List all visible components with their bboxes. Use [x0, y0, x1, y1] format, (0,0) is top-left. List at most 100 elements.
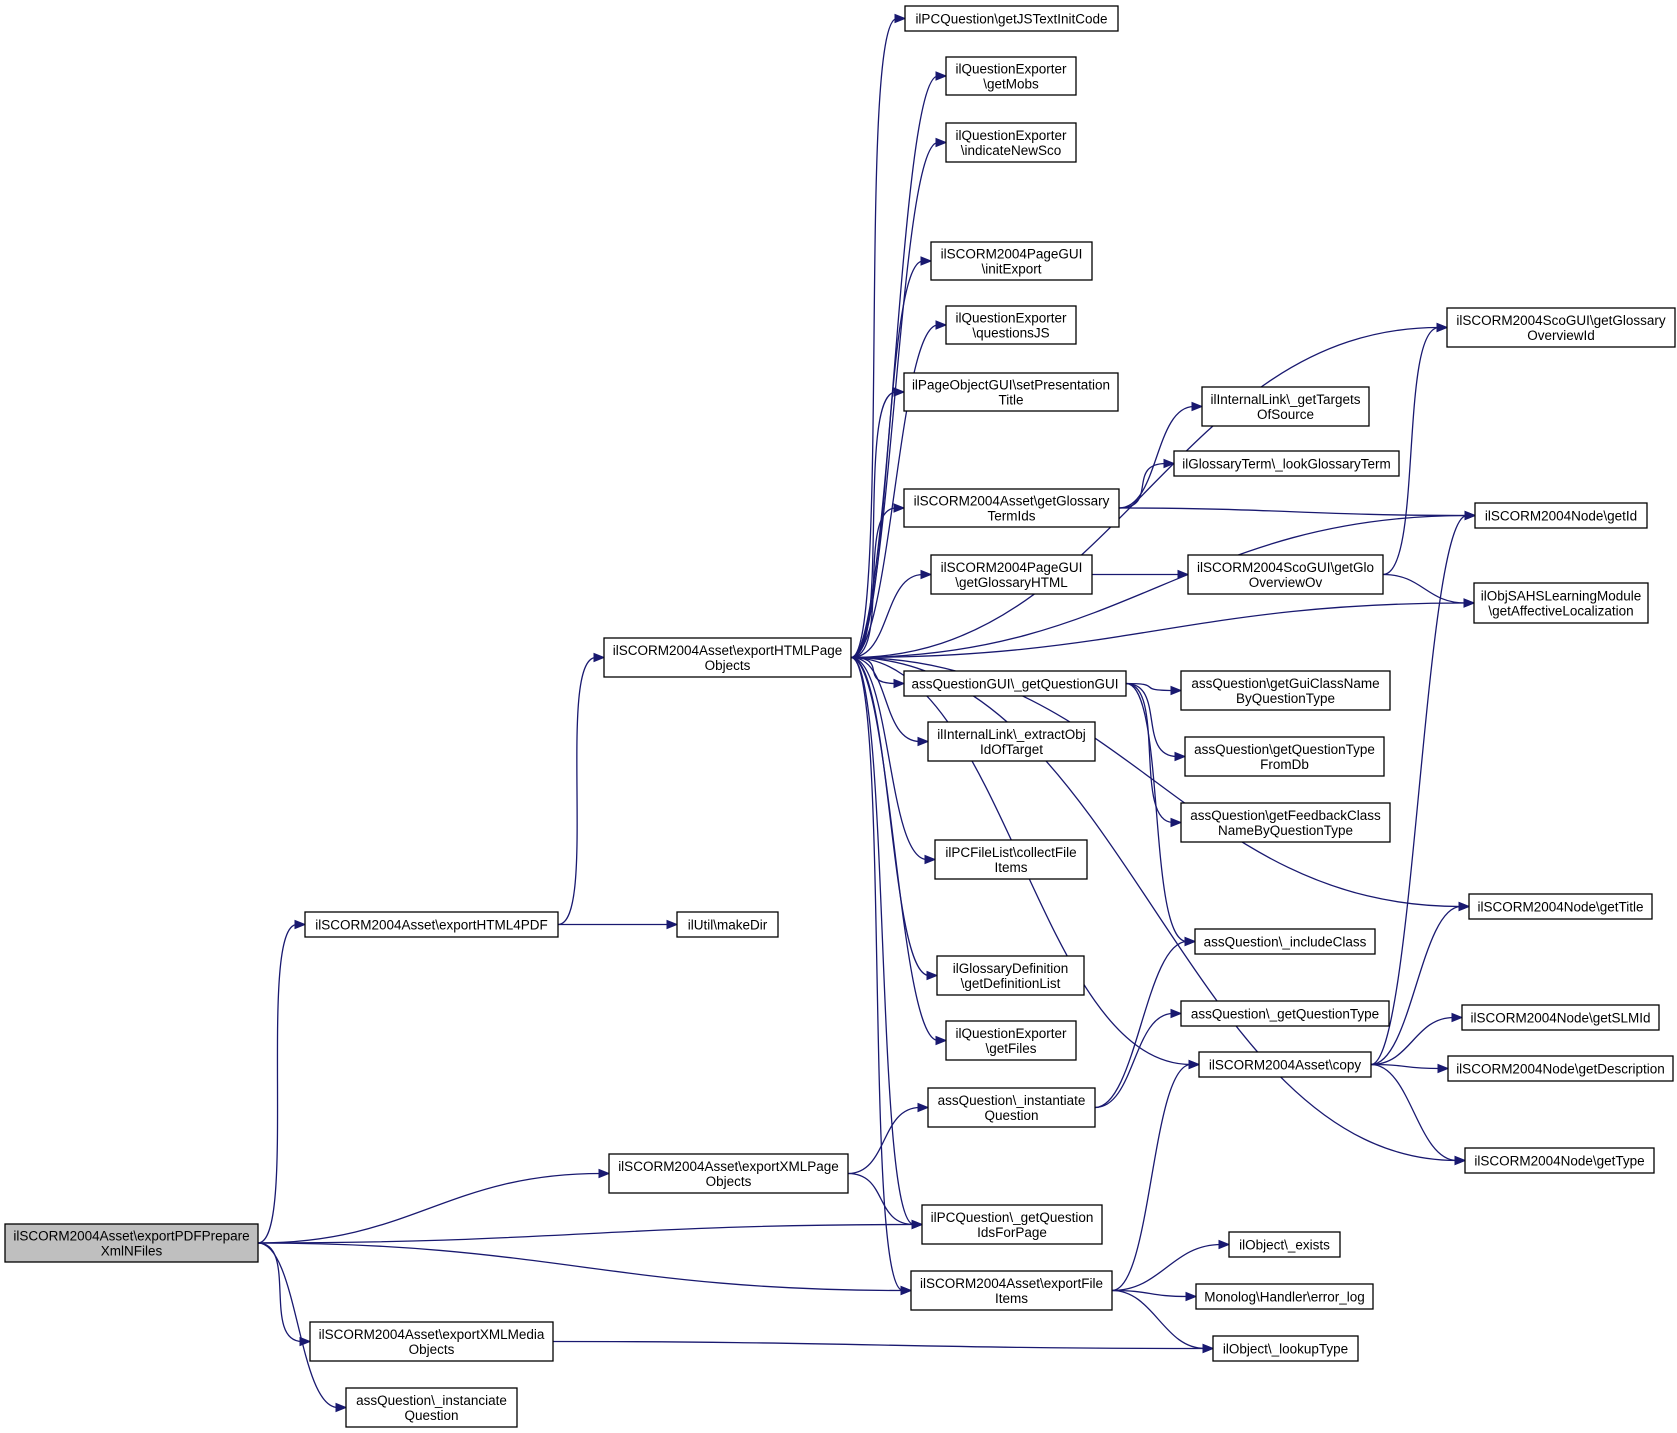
edge-xmlpage-to-instantiateq — [847, 1106, 921, 1175]
node-jstext[interactable]: ilPCQuestion\getJSTextInitCode — [904, 5, 1119, 32]
node-affective[interactable]: ilObjSAHSLearningModule\getAffectiveLoca… — [1473, 582, 1649, 624]
node-box — [1180, 802, 1391, 843]
node-label: Objects — [409, 1342, 455, 1357]
node-guiclassname[interactable]: assQuestion\getGuiClassNameByQuestionTyp… — [1180, 670, 1391, 711]
node-gettype[interactable]: ilSCORM2004Node\getType — [1464, 1147, 1655, 1174]
arrowhead-getquestiongui-to-qtypefromdb — [1174, 751, 1187, 762]
node-label: ilPCQuestion\getJSTextInitCode — [915, 12, 1107, 27]
node-errorlog[interactable]: Monolog\Handler\error_log — [1195, 1283, 1374, 1310]
node-getmobs[interactable]: ilQuestionExporter\getMobs — [945, 56, 1077, 96]
node-box — [903, 372, 1119, 412]
node-newsco[interactable]: ilQuestionExporter\indicateNewSco — [945, 122, 1077, 163]
node-box — [1180, 1000, 1390, 1027]
arrowhead-html4pdf-to-makedir — [666, 919, 679, 930]
edge-exportfile-to-errorlog — [1111, 1289, 1189, 1298]
node-includeclass[interactable]: assQuestion\_includeClass — [1194, 928, 1376, 955]
node-glosshtml[interactable]: ilSCORM2004PageGUI\getGlossaryHTML — [930, 554, 1093, 595]
node-html4pdf[interactable]: ilSCORM2004Asset\exportHTML4PDF — [304, 911, 559, 938]
node-label: Monolog\Handler\error_log — [1204, 1290, 1365, 1305]
node-label: ilQuestionExporter — [955, 62, 1067, 77]
node-label: ilSCORM2004Asset\exportHTML4PDF — [315, 918, 548, 933]
node-label: ilSCORM2004Asset\copy — [1209, 1058, 1362, 1073]
node-label: ilSCORM2004PageGUI — [941, 247, 1083, 262]
edge-htmlpage-to-extractobj — [850, 656, 921, 743]
edge-htmlpage-to-affective — [850, 602, 1467, 659]
node-label: assQuestion\_getQuestionType — [1191, 1007, 1379, 1022]
node-getdesc[interactable]: ilSCORM2004Node\getDescription — [1447, 1055, 1674, 1082]
node-root[interactable]: ilSCORM2004Asset\exportPDFPrepareXmlNFil… — [4, 1223, 259, 1263]
node-label: ilSCORM2004Asset\exportFile — [920, 1276, 1103, 1291]
node-copy[interactable]: ilSCORM2004Asset\copy — [1198, 1051, 1372, 1078]
arrowhead-getquestiongui-to-guiclassname — [1170, 685, 1183, 696]
node-label: ilGlossaryDefinition — [953, 961, 1069, 976]
node-label: IdsForPage — [977, 1225, 1047, 1240]
node-label: IdOfTarget — [980, 742, 1043, 757]
node-box — [304, 911, 559, 938]
node-initexport[interactable]: ilSCORM2004PageGUI\initExport — [930, 241, 1093, 281]
node-getslmid[interactable]: ilSCORM2004Node\getSLMId — [1461, 1004, 1660, 1031]
node-lookuptype[interactable]: ilObject\_lookupType — [1212, 1335, 1359, 1362]
node-label: ilPCQuestion\_getQuestion — [931, 1210, 1094, 1225]
arrowhead-exportfile-to-copy — [1188, 1059, 1201, 1070]
node-label: \initExport — [981, 262, 1041, 277]
node-box — [927, 1087, 1096, 1128]
edge-htmlpage-to-getqids — [850, 656, 915, 1226]
node-box — [930, 554, 1093, 595]
node-lookglossary[interactable]: ilGlossaryTerm\_lookGlossaryTerm — [1173, 450, 1400, 477]
node-getquestiontype[interactable]: assQuestion\_getQuestionType — [1180, 1000, 1390, 1027]
node-label: \getDefinitionList — [961, 976, 1061, 991]
arrowhead-htmlpage-to-jstext — [894, 13, 907, 24]
node-getid[interactable]: ilSCORM2004Node\getId — [1474, 502, 1648, 529]
node-label: ilSCORM2004Node\getSLMId — [1470, 1011, 1650, 1026]
node-questionsjs[interactable]: ilQuestionExporter\questionsJS — [945, 305, 1077, 345]
edge-copy-to-getslmid — [1370, 1016, 1455, 1066]
node-box — [903, 488, 1120, 528]
edge-root-to-html4pdf — [257, 923, 298, 1244]
node-box — [1461, 1004, 1660, 1031]
edge-root-to-xmlpage — [257, 1172, 602, 1244]
node-gettitle[interactable]: ilSCORM2004Node\getTitle — [1468, 893, 1653, 920]
arrowhead-copy-to-getslmid — [1451, 1012, 1464, 1023]
node-box — [903, 670, 1127, 697]
node-label: assQuestion\_instantiate — [938, 1093, 1086, 1108]
arrowhead-xmlmedia-to-lookuptype — [1202, 1343, 1215, 1354]
node-box — [603, 637, 852, 678]
arrowhead-getglooverviewov-to-affective — [1463, 598, 1476, 608]
node-getdeflist[interactable]: ilGlossaryDefinition\getDefinitionList — [936, 955, 1085, 996]
arrowhead-htmlpage-to-setpres — [893, 387, 906, 397]
node-label: \indicateNewSco — [961, 143, 1062, 158]
edge-instantiateq-to-getquestiontype — [1094, 1012, 1174, 1109]
node-exists[interactable]: ilObject\_exists — [1228, 1231, 1341, 1258]
node-label: Question — [984, 1108, 1038, 1123]
node-feedbackclass[interactable]: assQuestion\getFeedbackClassNameByQuesti… — [1180, 802, 1391, 843]
arrowhead-htmlpage-to-getmobs — [935, 71, 948, 81]
edge-htmlpage-to-glossterm — [850, 507, 897, 659]
node-getfiles[interactable]: ilQuestionExporter\getFiles — [945, 1020, 1077, 1061]
edge-glossterm-to-lookglossary — [1118, 462, 1167, 509]
edge-htmlpage-to-glosshtml — [850, 573, 924, 659]
node-box — [1474, 502, 1648, 529]
edge-copy-to-gettype — [1370, 1063, 1458, 1162]
node-getquestiongui[interactable]: assQuestionGUI\_getQuestionGUI — [903, 670, 1127, 697]
edge-getquestiongui-to-includeclass — [1125, 682, 1188, 943]
node-label: ilSCORM2004Asset\exportXMLMedia — [319, 1327, 545, 1342]
arrowhead-copy-to-gettype — [1454, 1155, 1467, 1166]
node-makedir[interactable]: ilUtil\makeDir — [676, 911, 779, 938]
node-label: ilInternalLink\_extractObj — [937, 727, 1086, 742]
